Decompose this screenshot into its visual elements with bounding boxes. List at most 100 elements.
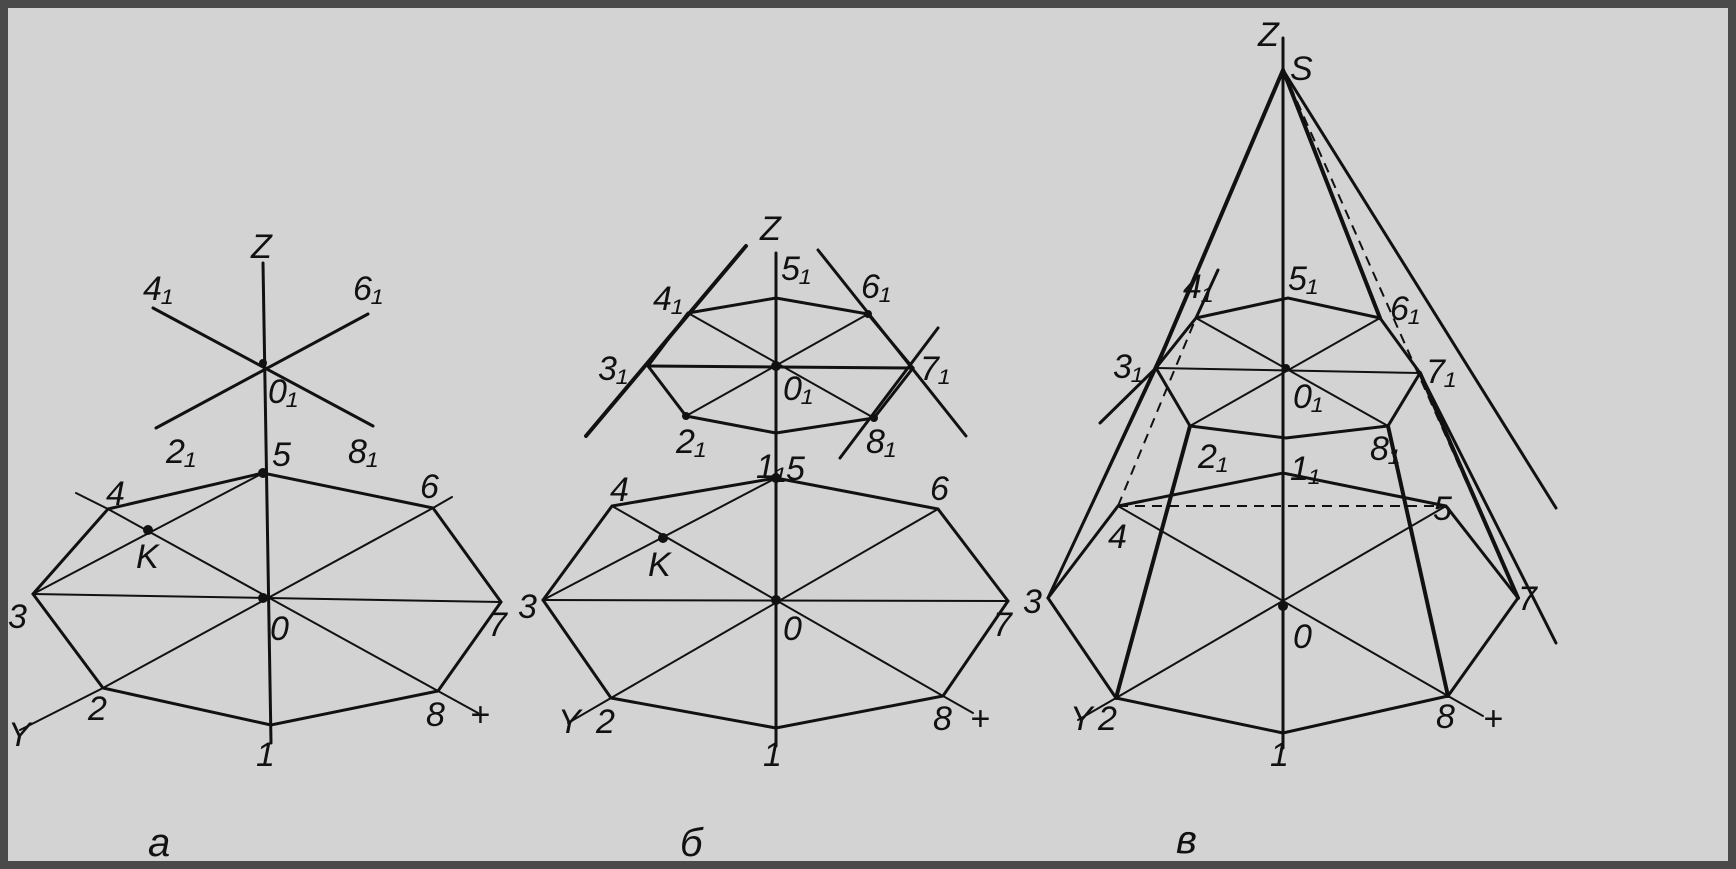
label-5-b: 5 — [786, 450, 805, 488]
label-8-c: 8 — [1436, 698, 1455, 736]
figure-frame: Z 4₁ 6₁ 0₁ 2₁ 8₁ 5 4 6 K 3 0 7 Y 2 8 + 1… — [8, 8, 1728, 861]
tick-4-a — [75, 492, 109, 510]
label-8-b: 8 — [933, 700, 952, 738]
y-axis-c — [1077, 697, 1117, 721]
gen-left-c — [1047, 277, 1197, 599]
edge-8-c — [1386, 424, 1450, 698]
caption-c: в — [1176, 818, 1197, 861]
label-s-c: S — [1290, 50, 1313, 88]
gen-far-c — [1281, 68, 1558, 510]
label-y-c: Y — [1070, 700, 1095, 738]
label-2-c: 2 — [1097, 700, 1117, 738]
label-41-c: 4₁ — [1183, 268, 1213, 306]
point-k-a — [143, 525, 153, 535]
point-81-b — [870, 414, 878, 422]
top-line-2-6-a — [154, 312, 370, 430]
tick-41-c — [1194, 268, 1220, 320]
label-y-b: Y — [558, 703, 583, 741]
hidden-gen-c — [1282, 69, 1519, 599]
label-71-c: 7₁ — [1426, 353, 1456, 391]
y-axis-a — [19, 687, 104, 731]
label-7-c: 7 — [1518, 580, 1538, 618]
label-x-c: + — [1483, 700, 1503, 738]
label-31-c: 3₁ — [1113, 348, 1143, 386]
top-octagon-c — [1154, 296, 1422, 440]
point-o-b — [771, 595, 781, 605]
label-31-b: 3₁ — [598, 350, 628, 388]
point-61-b — [864, 310, 872, 318]
label-z-a: Z — [250, 228, 273, 266]
label-71-b: 7₁ — [920, 350, 950, 388]
label-6-b: 6 — [930, 470, 949, 508]
label-1-c: 1 — [1270, 736, 1289, 774]
label-k-a: K — [136, 538, 160, 576]
label-3-b: 3 — [518, 588, 537, 626]
point-o-a — [258, 593, 268, 603]
label-o-a: 0 — [270, 610, 289, 648]
tick-6-a — [432, 496, 453, 509]
x-axis-a — [437, 690, 479, 714]
label-21-a: 2₁ — [165, 433, 196, 471]
figure-c: Z S 4₁ 5₁ 6₁ 3₁ 7₁ 0₁ 8₁ 2₁ 1₁ 5 4 3 7 0… — [1023, 16, 1558, 861]
label-k-b: K — [648, 546, 672, 584]
label-4-a: 4 — [106, 475, 125, 513]
point-5-b — [771, 473, 781, 483]
point-k-b — [658, 533, 668, 543]
x-axis-b — [942, 695, 974, 714]
hidden-3-4-c — [1047, 505, 1119, 599]
label-7-a: 7 — [488, 606, 508, 644]
label-41-a: 4₁ — [143, 270, 173, 308]
label-2-b: 2 — [595, 703, 615, 741]
caption-b: б — [680, 821, 704, 861]
label-o-b: 0 — [783, 610, 802, 648]
label-o-c: 0 — [1293, 618, 1312, 656]
tangent-left-b — [584, 244, 748, 438]
label-5-c: 5 — [1433, 490, 1452, 528]
point-o-c — [1278, 601, 1288, 611]
label-8-a: 8 — [426, 696, 445, 734]
label-11-b: 1₁ — [756, 448, 786, 486]
point-o1-b — [771, 361, 781, 371]
label-5-a: 5 — [272, 436, 291, 474]
label-41-b: 4₁ — [653, 280, 683, 318]
label-4-c: 4 — [1108, 518, 1127, 556]
label-61-a: 6₁ — [353, 270, 383, 308]
label-3-c: 3 — [1023, 583, 1042, 621]
caption-a: a — [148, 821, 170, 861]
label-11-c: 1₁ — [1290, 450, 1320, 488]
hidden-4-c — [1117, 317, 1197, 507]
tick-31-c — [1098, 366, 1158, 425]
label-x-b: + — [970, 700, 990, 738]
top-diag-2-6-c — [1189, 317, 1381, 427]
label-61-c: 6₁ — [1390, 290, 1420, 328]
tangent-right-b — [816, 248, 968, 438]
label-y-a: Y — [8, 716, 33, 754]
label-4-b: 4 — [610, 471, 629, 509]
top-octagon-b — [646, 296, 915, 435]
label-51-b: 5₁ — [781, 250, 811, 288]
tangent-8-7-b — [838, 326, 940, 460]
label-21-c: 2₁ — [1197, 438, 1228, 476]
figure-a: Z 4₁ 6₁ 0₁ 2₁ 8₁ 5 4 6 K 3 0 7 Y 2 8 + 1… — [8, 228, 508, 861]
label-o1-b: 0₁ — [783, 370, 813, 408]
point-5-a — [258, 468, 268, 478]
label-o1-c: 0₁ — [1293, 378, 1323, 416]
diag-4-8-a — [107, 508, 439, 692]
label-z-c: Z — [1257, 16, 1280, 54]
point-o1-a — [259, 359, 267, 367]
label-o1-a: 0₁ — [268, 373, 298, 411]
figure-b: Z 5₁ 4₁ 6₁ 3₁ 7₁ 0₁ 2₁ 8₁ 1₁ 5 4 6 K 3 0… — [518, 210, 1013, 861]
drawing: Z 4₁ 6₁ 0₁ 2₁ 8₁ 5 4 6 K 3 0 7 Y 2 8 + 1… — [8, 16, 1558, 861]
y-axis-b — [567, 697, 612, 724]
label-z-b: Z — [759, 210, 782, 248]
point-o1-c — [1282, 364, 1290, 372]
label-21-b: 2₁ — [675, 423, 706, 461]
label-6-a: 6 — [420, 468, 439, 506]
label-81-c: 8₁ — [1370, 430, 1400, 468]
label-81-a: 8₁ — [348, 433, 378, 471]
x-axis-c — [1447, 695, 1484, 717]
label-2-a: 2 — [87, 690, 107, 728]
label-7-b: 7 — [993, 606, 1013, 644]
label-x-a: + — [470, 696, 490, 734]
gen-6-c — [1281, 68, 1382, 320]
